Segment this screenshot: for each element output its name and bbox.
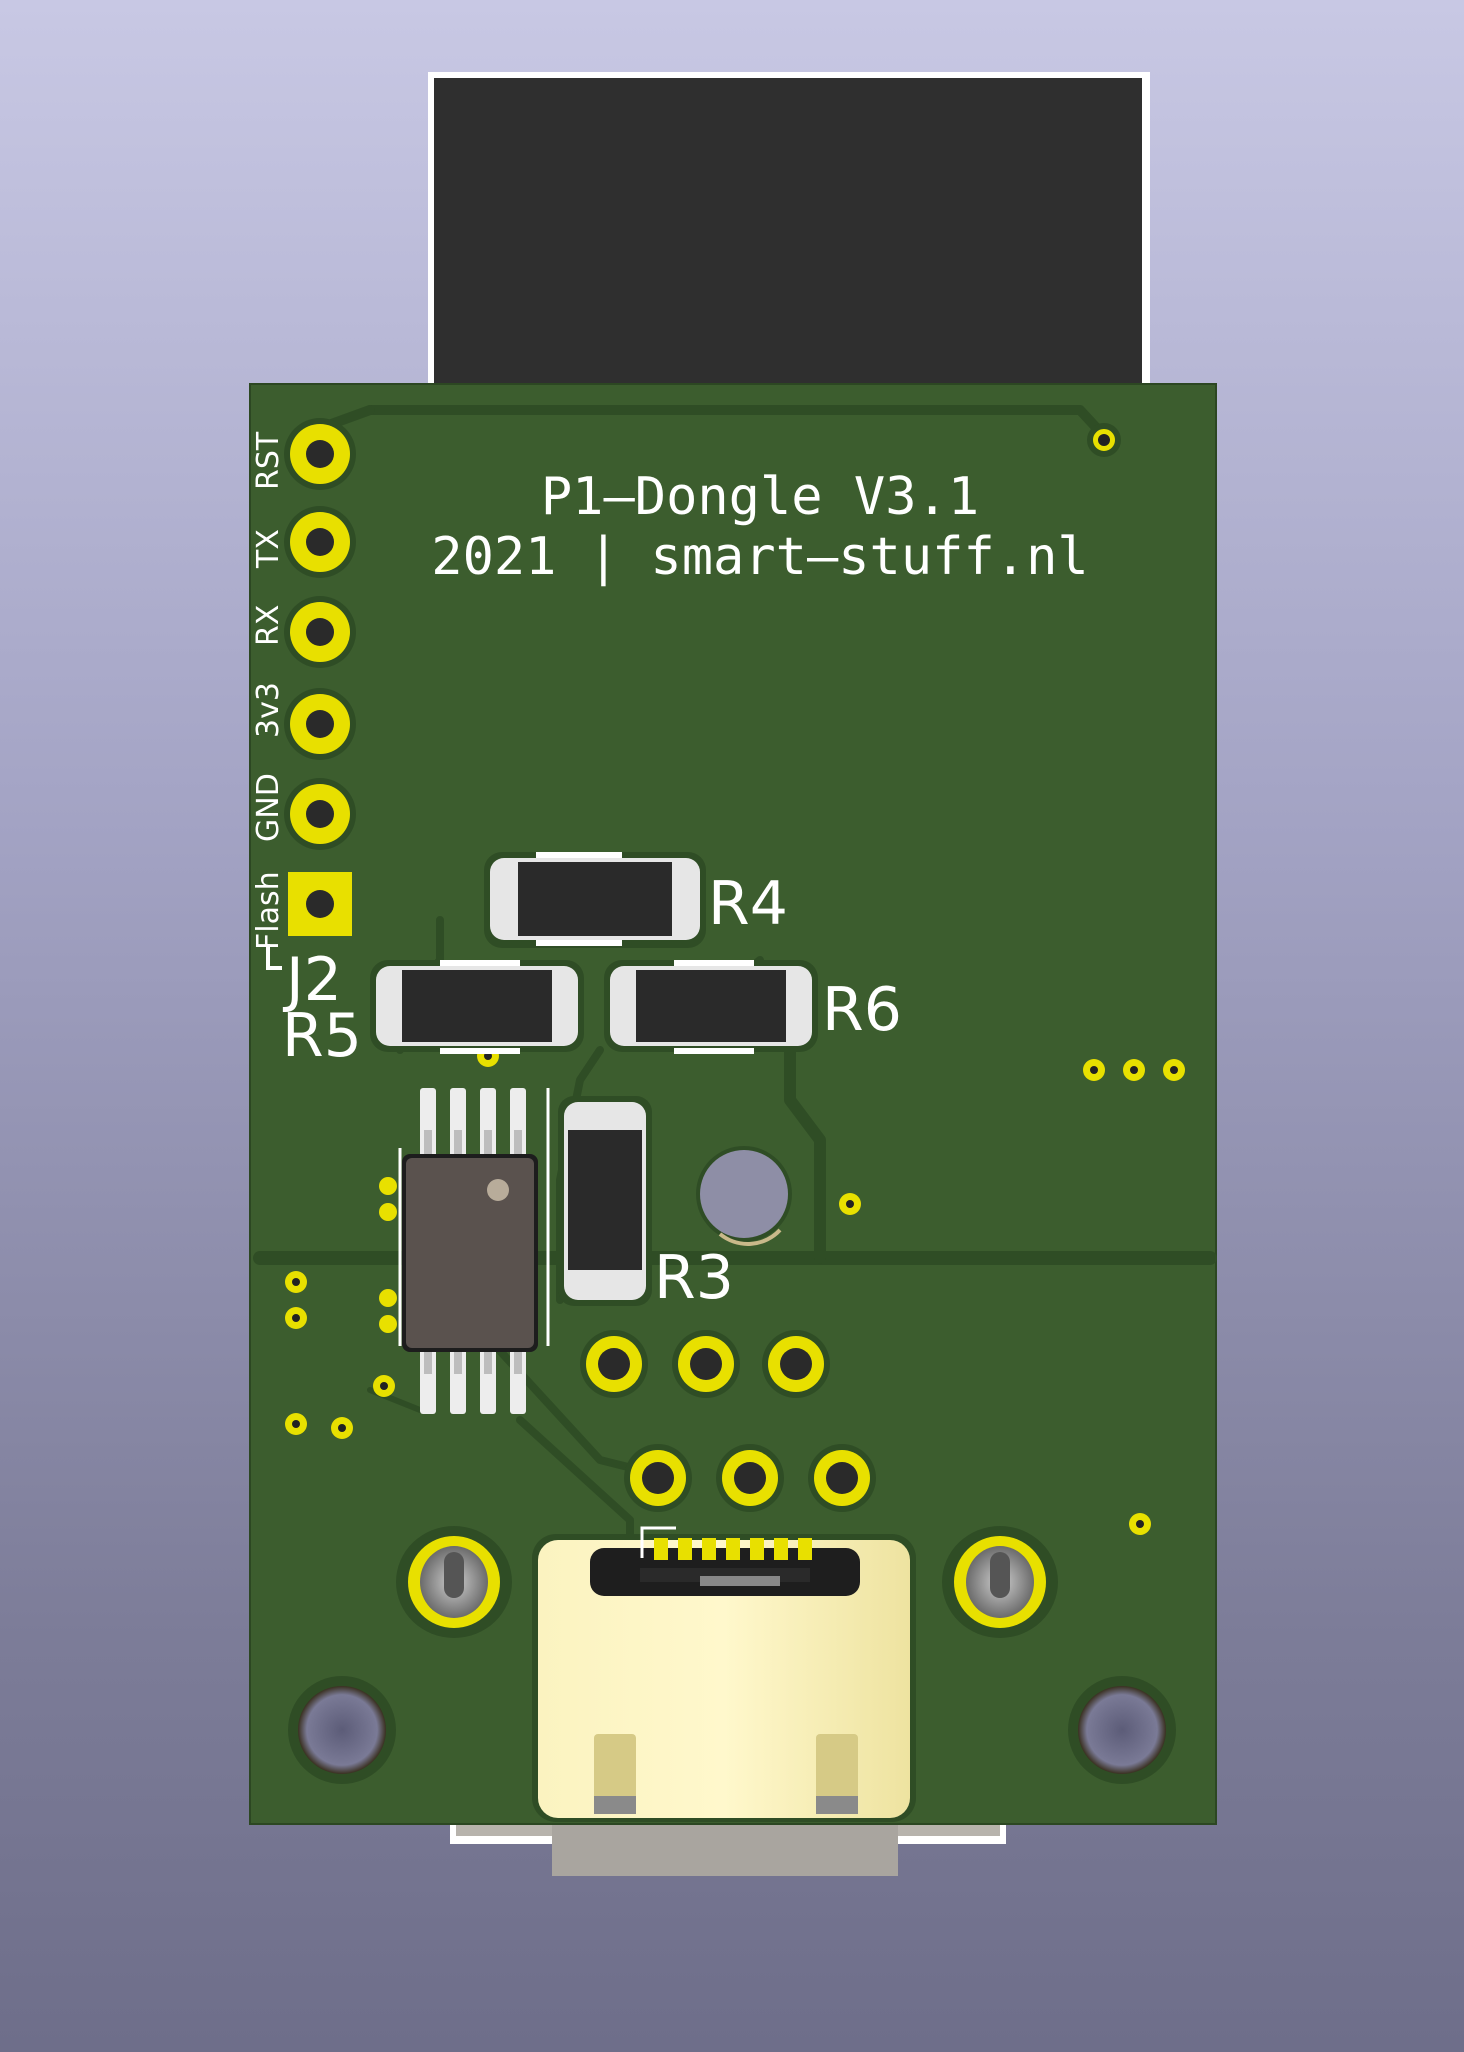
- pcb-board: RST TX RX 3v3 GND Flash J2 P1—Dongle V3.…: [249, 383, 1217, 1825]
- pin-rx: [284, 596, 356, 668]
- board-title-line2: 2021 | smart—stuff.nl: [431, 527, 1088, 587]
- resistor-r4: [484, 852, 706, 948]
- pin-tx: [284, 506, 356, 578]
- pin-label-rst: RST: [251, 431, 286, 490]
- resistor-r3-label: R3: [654, 1243, 734, 1313]
- vias: [285, 423, 1185, 1535]
- ic-chip: [398, 1088, 550, 1414]
- board-title-line1: P1—Dongle V3.1: [541, 467, 979, 527]
- connector-ref-j2: J2: [282, 945, 342, 1015]
- pin-label-3v3: 3v3: [251, 682, 286, 738]
- resistor-r5: [370, 960, 584, 1054]
- rj-jack: [428, 72, 1150, 398]
- pin-flash: [288, 872, 352, 936]
- usb-shield-slots: [396, 1526, 1058, 1638]
- pin-gnd: [284, 778, 356, 850]
- pin-label-tx: TX: [251, 529, 286, 569]
- hole-mid: [696, 1146, 792, 1246]
- tht-pads-lower: [624, 1444, 876, 1512]
- tht-pads-upper: [580, 1330, 830, 1398]
- resistor-r6-label: R6: [822, 975, 902, 1045]
- resistor-r5-label: R5: [282, 1001, 362, 1071]
- pin-rst: [284, 418, 356, 490]
- pin-label-flash: Flash: [251, 871, 286, 950]
- resistor-r6: [604, 960, 818, 1054]
- pin-3v3: [284, 688, 356, 760]
- resistor-r4-label: R4: [708, 869, 788, 939]
- resistor-r3: [558, 1096, 652, 1306]
- pin-label-gnd: GND: [251, 773, 286, 842]
- pin-label-rx: RX: [251, 605, 286, 646]
- header-j2: [266, 418, 356, 970]
- usb-c-connector: [532, 1526, 916, 1822]
- mounting-holes: [288, 1676, 1176, 1784]
